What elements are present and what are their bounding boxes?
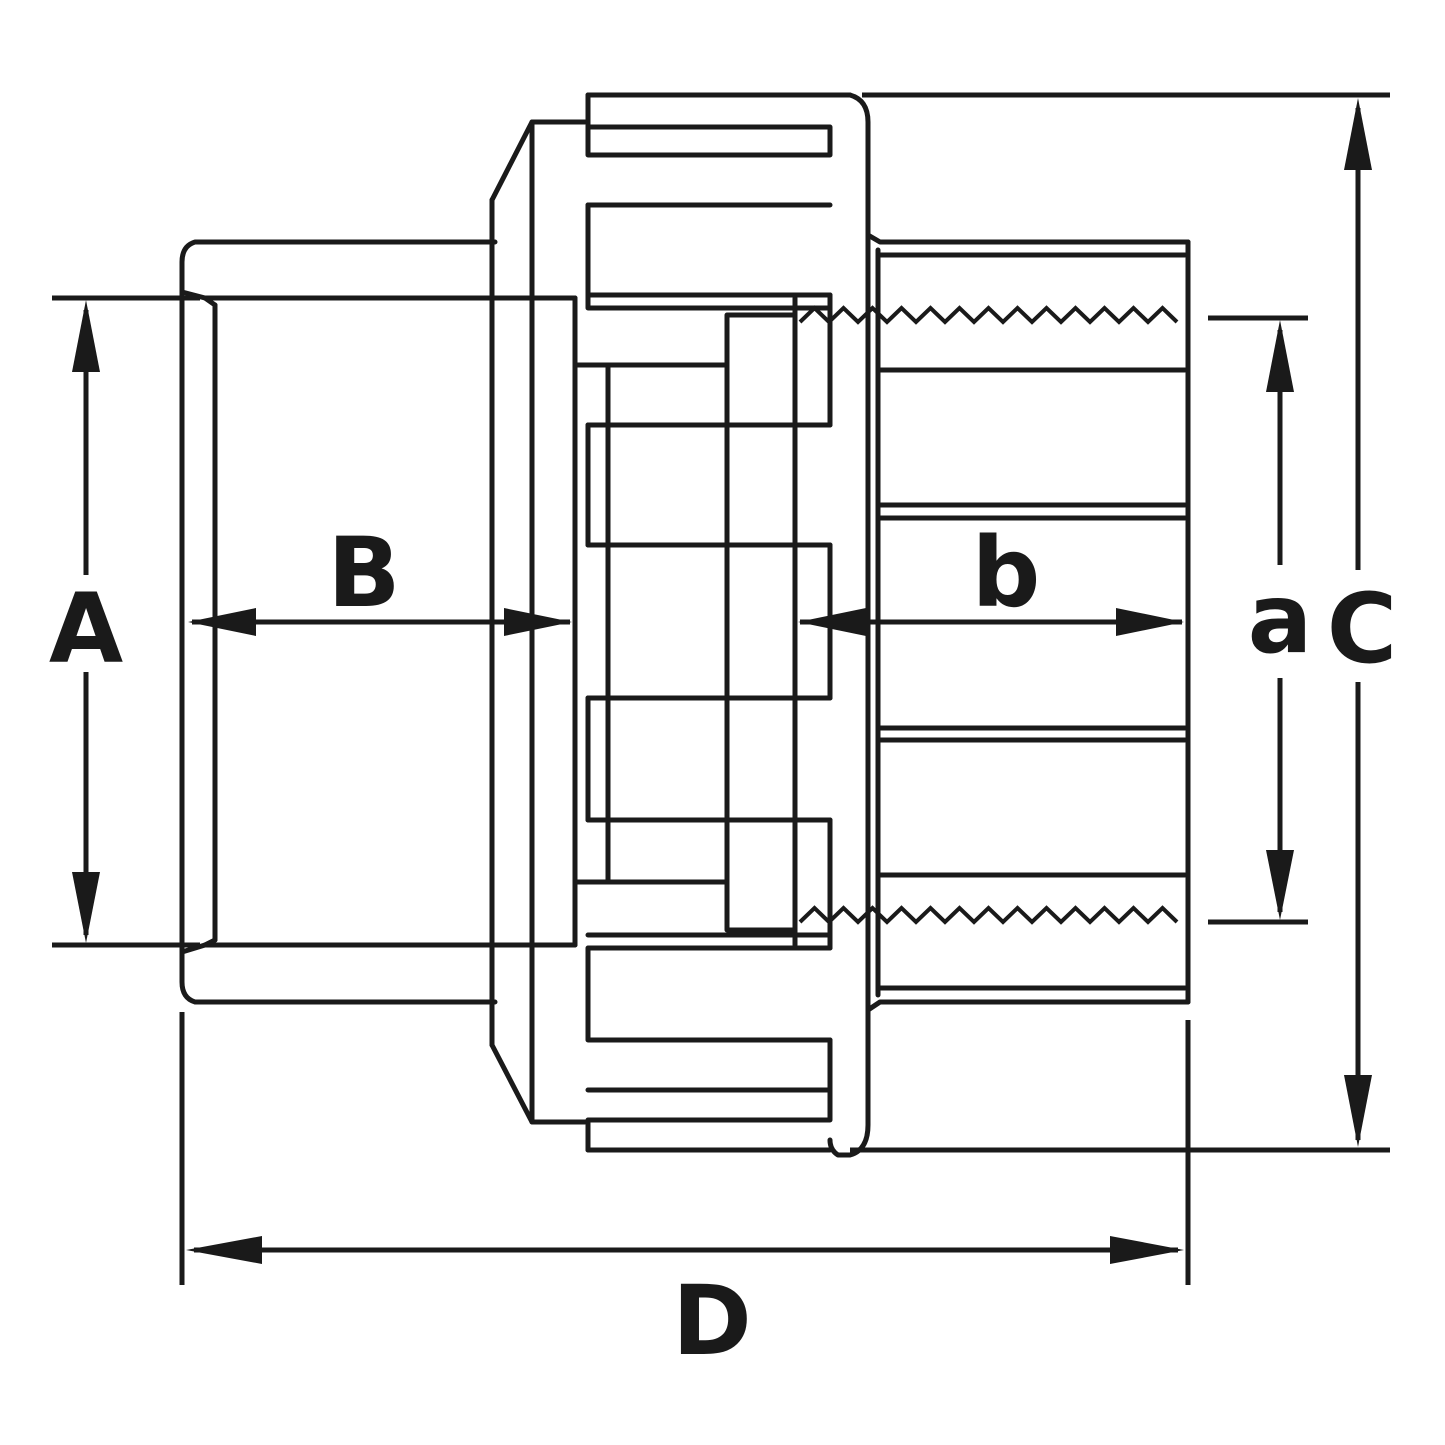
dim-A-arrow-top bbox=[72, 300, 100, 372]
nut-rib-9 bbox=[585, 1087, 833, 1153]
dim-b-label: b bbox=[972, 517, 1041, 629]
right-end-top-outline bbox=[865, 232, 1191, 245]
inner-tailpiece bbox=[572, 295, 798, 948]
dim-C-label: C bbox=[1327, 573, 1397, 685]
dim-A-label: A bbox=[49, 573, 123, 685]
dim-B-arrow-left bbox=[188, 608, 256, 636]
dim-A-arrow-bottom bbox=[72, 872, 100, 943]
right-end-bottom-outline bbox=[865, 999, 1191, 1013]
left-socket-chamfer-bottom bbox=[179, 937, 218, 955]
left-socket-end bbox=[179, 239, 578, 1005]
tailpiece-flange bbox=[724, 312, 798, 933]
dim-a-arrow-bottom bbox=[1266, 850, 1294, 920]
dim-C-arrow-top bbox=[1344, 98, 1372, 170]
dim-B-label: B bbox=[327, 517, 400, 629]
dimension-b: b bbox=[798, 517, 1184, 636]
left-socket-chamfer-top bbox=[179, 289, 218, 308]
dim-D-arrow-left bbox=[186, 1236, 262, 1264]
dim-D-label: D bbox=[672, 1265, 752, 1377]
dimension-C: C bbox=[850, 92, 1397, 1153]
thread-bottom bbox=[798, 905, 1179, 925]
dimension-B: B bbox=[188, 517, 572, 636]
nut-right-wall bbox=[827, 92, 871, 1158]
nut-rib-3 bbox=[585, 202, 833, 311]
dimension-A: A bbox=[49, 295, 200, 948]
nut-rib-1 bbox=[585, 92, 833, 158]
dim-a-label: a bbox=[1248, 563, 1313, 675]
dimension-D: D bbox=[179, 1012, 1191, 1377]
dim-b-arrow-right bbox=[1116, 608, 1184, 636]
dim-b-arrow-left bbox=[798, 608, 866, 636]
left-socket-outline bbox=[179, 239, 498, 1005]
dim-B-arrow-right bbox=[504, 608, 572, 636]
left-collar-bottom-chamfer bbox=[489, 1042, 588, 1125]
internal-threads bbox=[798, 305, 1179, 925]
left-collar-top-chamfer bbox=[489, 119, 588, 203]
nut-rib-8 bbox=[585, 932, 833, 1043]
dim-C-arrow-bottom bbox=[1344, 1075, 1372, 1147]
thread-top bbox=[798, 305, 1179, 325]
dim-D-arrow-right bbox=[1110, 1236, 1184, 1264]
dim-a-arrow-top bbox=[1266, 320, 1294, 392]
dimension-a: a bbox=[1208, 315, 1313, 925]
